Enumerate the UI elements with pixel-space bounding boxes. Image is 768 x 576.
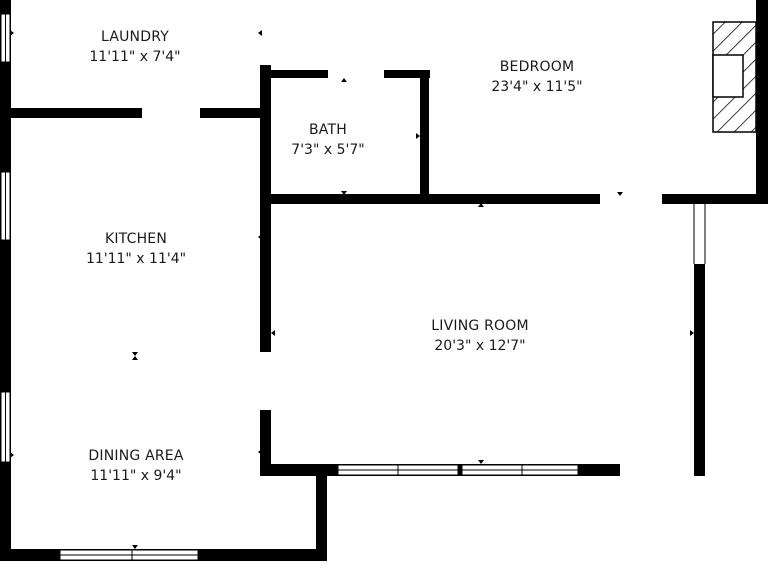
door-marker-icon: [132, 352, 138, 356]
room-label-bath: BATH 7'3" x 5'7": [291, 120, 364, 160]
walls: [0, 0, 768, 561]
room-dimensions: 7'3" x 5'7": [291, 142, 365, 158]
room-name: BEDROOM: [499, 59, 575, 75]
wall-central-lower: [260, 410, 271, 476]
door-marker-icon: [416, 133, 420, 139]
room-name: KITCHEN: [104, 231, 168, 247]
door-marker-icon: [267, 133, 271, 139]
door-marker-icon: [132, 356, 138, 360]
room-name: DINING AREA: [88, 448, 184, 464]
wall-central-vertical: [260, 65, 271, 352]
door-marker-icon: [10, 452, 14, 458]
door-marker-icon: [258, 449, 262, 455]
room-name: LIVING ROOM: [431, 318, 529, 334]
door-marker-icon: [341, 78, 347, 82]
door-living-bottom-right: [620, 464, 694, 476]
fireplace-icon: [712, 21, 757, 133]
room-dimensions: 20'3" x 12'7": [434, 338, 526, 354]
door-marker-icon: [478, 203, 484, 207]
door-marker-icon: [258, 234, 262, 240]
door-marker-icon: [271, 330, 275, 336]
doorway-laundry-kitchen: [142, 108, 200, 118]
room-label-bedroom: BEDROOM 23'4" x 11'5": [491, 57, 582, 97]
openings: [142, 70, 705, 476]
door-marker-icon: [132, 113, 138, 117]
door-marker-icon: [258, 30, 262, 36]
wall-dining-step-vertical: [316, 468, 327, 561]
room-dimensions: 11'11" x 11'4": [85, 251, 187, 267]
door-marker-icon: [617, 192, 623, 196]
door-marker-icon: [478, 460, 484, 464]
doorway-bath-top: [328, 70, 384, 78]
wall-laundry-kitchen: [0, 108, 271, 118]
door-marker-icon: [10, 30, 14, 36]
door-marker-icon: [132, 109, 138, 113]
wall-living-top: [265, 194, 705, 204]
wall-left-exterior: [0, 0, 11, 560]
room-dimensions: 11'11" x 7'4": [89, 49, 181, 65]
room-dimensions: 11'11" x 9'4": [90, 468, 182, 484]
door-marker-icon: [341, 191, 347, 195]
room-name: BATH: [309, 122, 347, 138]
window-mullions: [5, 14, 706, 556]
wall-bath-right: [420, 70, 429, 204]
wall-bedroom-bottom-right: [662, 194, 768, 204]
wall-right-bedroom: [756, 0, 768, 204]
room-label-dining-area: DINING AREA 11'11" x 9'4": [88, 446, 183, 486]
door-marker-icon: [132, 545, 138, 549]
wall-right-living: [694, 264, 705, 476]
room-label-kitchen: KITCHEN 11'11" x 11'4": [86, 229, 186, 269]
door-markers: [10, 30, 694, 549]
room-label-living-room: LIVING ROOM 20'3" x 12'7": [431, 316, 528, 356]
opening-kitchen-living: [260, 352, 271, 410]
doorway-bedroom-living: [600, 194, 662, 204]
opening-living-right: [694, 204, 705, 264]
door-marker-icon: [690, 330, 694, 336]
room-name: LAUNDRY: [101, 29, 169, 45]
room-label-laundry: LAUNDRY 11'11" x 7'4": [89, 27, 180, 67]
room-dimensions: 23'4" x 11'5": [491, 79, 583, 95]
